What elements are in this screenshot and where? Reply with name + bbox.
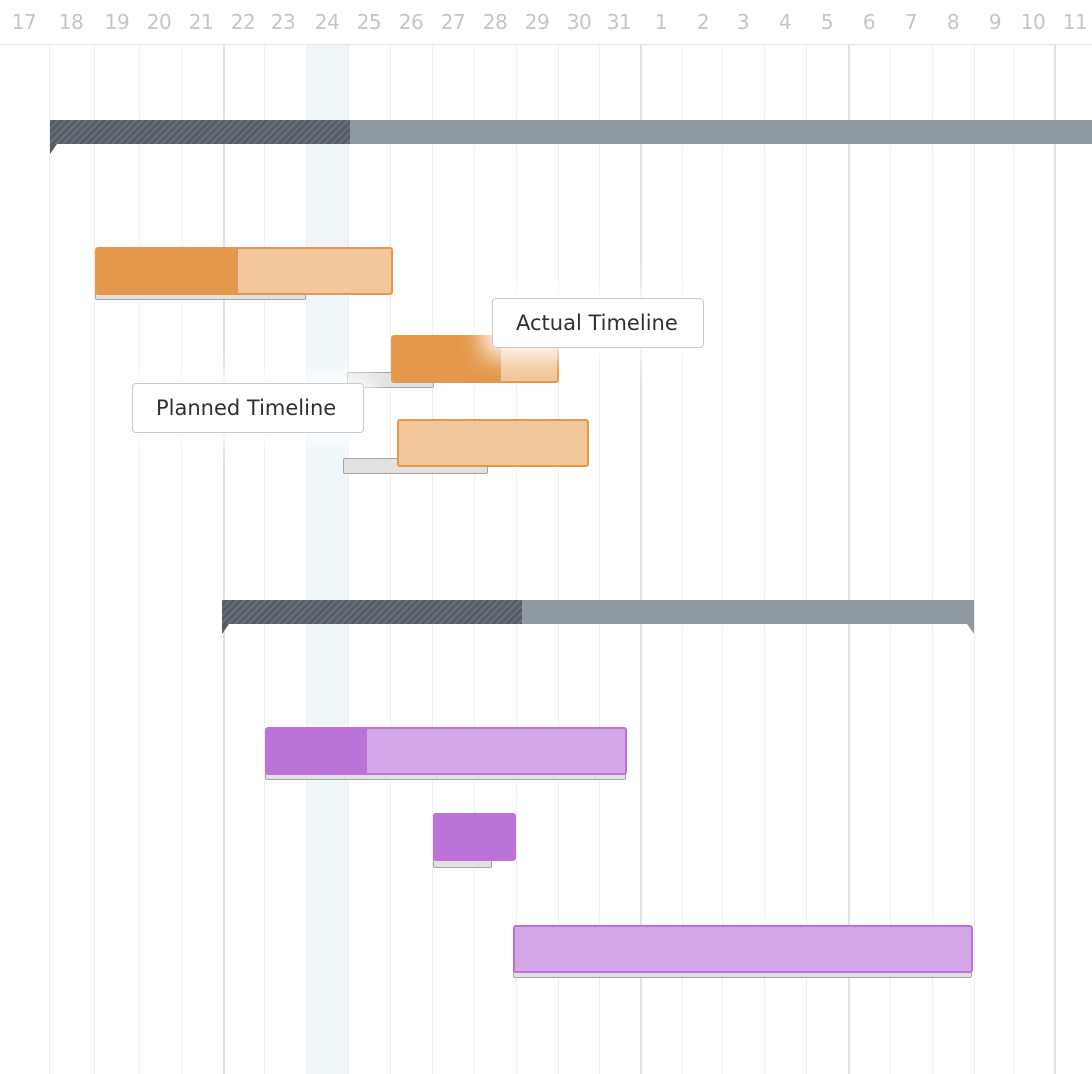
day-gridline — [806, 45, 807, 1074]
day-label: 27 — [440, 10, 466, 34]
day-label: 9 — [988, 10, 1002, 34]
day-label: 21 — [188, 10, 214, 34]
day-gridline — [432, 45, 433, 1074]
day-label: 11 — [1062, 10, 1088, 34]
day-gridline — [722, 45, 723, 1074]
day-gridline — [932, 45, 933, 1074]
summary-bar-group-1[interactable] — [50, 120, 1092, 154]
day-gridline — [390, 45, 391, 1074]
task-bar[interactable] — [397, 419, 589, 467]
summary-start-cap — [222, 624, 229, 634]
day-gridline — [94, 45, 95, 1074]
day-label: 23 — [270, 10, 296, 34]
day-label: 3 — [736, 10, 750, 34]
day-label: 19 — [104, 10, 130, 34]
today-column-highlight — [306, 45, 348, 1074]
day-gridline — [348, 45, 349, 1074]
task-bar[interactable] — [95, 247, 393, 295]
day-label: 20 — [146, 10, 172, 34]
day-gridline — [264, 45, 265, 1074]
day-gridline — [1013, 45, 1014, 1074]
day-gridline — [974, 45, 975, 1074]
summary-progress — [50, 120, 350, 144]
day-gridline — [49, 45, 50, 1074]
day-label: 31 — [606, 10, 632, 34]
day-label: 28 — [482, 10, 508, 34]
week-gridline — [848, 45, 850, 1074]
day-gridline — [599, 45, 600, 1074]
day-gridline — [139, 45, 140, 1074]
planned-timeline-callout: Planned Timeline — [132, 383, 364, 433]
day-label: 7 — [904, 10, 918, 34]
day-gridline — [516, 45, 517, 1074]
actual-timeline-callout: Actual Timeline — [492, 298, 704, 348]
day-label: 6 — [862, 10, 876, 34]
task-progress-fill — [97, 249, 239, 293]
day-label: 26 — [398, 10, 424, 34]
task-progress-fill — [435, 815, 514, 859]
summary-end-cap — [967, 624, 974, 634]
task-progress-fill — [267, 729, 368, 773]
summary-bar-group-2[interactable] — [222, 600, 974, 634]
day-gridline — [181, 45, 182, 1074]
day-label: 8 — [946, 10, 960, 34]
day-label: 5 — [820, 10, 834, 34]
day-label: 4 — [778, 10, 792, 34]
day-gridline — [558, 45, 559, 1074]
day-label: 24 — [314, 10, 340, 34]
day-label: 25 — [356, 10, 382, 34]
week-gridline — [640, 45, 642, 1074]
day-label: 22 — [230, 10, 256, 34]
day-label: 29 — [524, 10, 550, 34]
day-gridline — [764, 45, 765, 1074]
day-label: 2 — [696, 10, 710, 34]
task-bar[interactable] — [265, 727, 627, 775]
day-gridline — [474, 45, 475, 1074]
day-gridline — [306, 45, 307, 1074]
day-label: 17 — [11, 10, 37, 34]
day-label: 1 — [654, 10, 668, 34]
summary-start-cap — [50, 144, 57, 154]
day-label: 10 — [1020, 10, 1046, 34]
summary-progress — [222, 600, 522, 624]
week-gridline — [1054, 45, 1056, 1074]
day-gridline — [682, 45, 683, 1074]
day-gridline — [890, 45, 891, 1074]
task-bar[interactable] — [433, 813, 516, 861]
day-label: 30 — [566, 10, 592, 34]
task-progress-fill — [393, 337, 502, 381]
task-bar[interactable] — [513, 925, 973, 973]
week-gridline — [223, 45, 225, 1074]
day-label: 18 — [58, 10, 84, 34]
